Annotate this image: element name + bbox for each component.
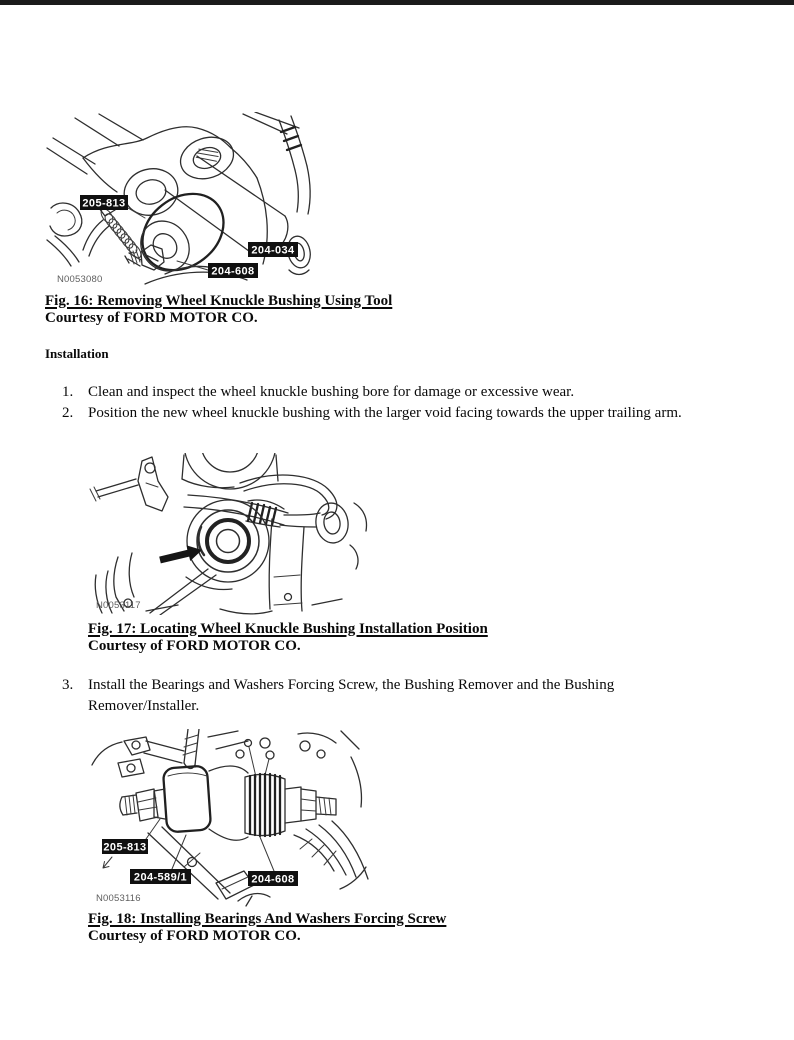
fig18-line-art [91, 729, 369, 907]
window-top-edge [0, 0, 794, 5]
fig17-ref-code: N0053117 [96, 600, 141, 611]
fig17-line-art [89, 453, 368, 615]
fig17-caption-title: Fig. 17: Locating Wheel Knuckle Bushing … [88, 621, 488, 637]
svg-text:205-813: 205-813 [82, 198, 125, 210]
svg-text:204-608: 204-608 [251, 874, 294, 886]
step-1: 1. Clean and inspect the wheel knuckle b… [62, 382, 728, 403]
fig18-callout-204-608: 204-608 [248, 871, 298, 886]
fig17-caption-courtesy: Courtesy of FORD MOTOR CO. [88, 638, 301, 654]
fig16-callout-204-608: 204-608 [208, 263, 258, 278]
svg-text:204-034: 204-034 [251, 245, 295, 257]
fig16-illustration: 205-813 204-034 204-608 N0053080 [46, 112, 311, 285]
installation-heading: Installation [45, 346, 109, 361]
step-3-number: 3. [62, 677, 74, 693]
fig18-callout-204-589-1: 204-589/1 [130, 869, 191, 884]
fig16-ref-code: N0053080 [57, 274, 102, 285]
installation-steps-1-2: 1. Clean and inspect the wheel knuckle b… [62, 382, 728, 424]
fig18-caption-courtesy: Courtesy of FORD MOTOR CO. [88, 928, 301, 944]
installation-step-3: 3. Install the Bearings and Washers Forc… [62, 675, 660, 717]
fig18-caption-title: Fig. 18: Installing Bearings And Washers… [88, 911, 447, 927]
fig18-callout-205-813: 205-813 [102, 839, 148, 854]
fig16-line-art [46, 112, 311, 285]
fig16-caption: Fig. 16: Removing Wheel Knuckle Bushing … [45, 293, 392, 327]
svg-text:204-589/1: 204-589/1 [134, 872, 187, 884]
fig18-illustration: 205-813 204-589/1 204-608 N0053116 [91, 729, 369, 907]
fig16-callout-204-034: 204-034 [248, 242, 298, 257]
step-2-text: Position the new wheel knuckle bushing w… [88, 405, 682, 421]
step-3-text: Install the Bearings and Washers Forcing… [88, 677, 615, 714]
step-1-text: Clean and inspect the wheel knuckle bush… [88, 384, 575, 400]
step-2-number: 2. [62, 405, 74, 421]
fig16-callout-205-813: 205-813 [80, 195, 128, 210]
fig18-ref-code: N0053116 [96, 893, 141, 904]
svg-text:204-608: 204-608 [211, 266, 254, 278]
fig17-illustration: N0053117 [89, 453, 368, 615]
fig16-caption-courtesy: Courtesy of FORD MOTOR CO. [45, 310, 258, 326]
step-1-number: 1. [62, 384, 74, 400]
svg-text:205-813: 205-813 [103, 842, 146, 854]
fig17-caption: Fig. 17: Locating Wheel Knuckle Bushing … [88, 621, 488, 655]
step-3: 3. Install the Bearings and Washers Forc… [62, 675, 660, 717]
step-2: 2. Position the new wheel knuckle bushin… [62, 403, 728, 424]
fig16-caption-title: Fig. 16: Removing Wheel Knuckle Bushing … [45, 293, 393, 309]
fig18-caption: Fig. 18: Installing Bearings And Washers… [88, 911, 446, 945]
fig17-pointer-arrow [159, 545, 202, 564]
